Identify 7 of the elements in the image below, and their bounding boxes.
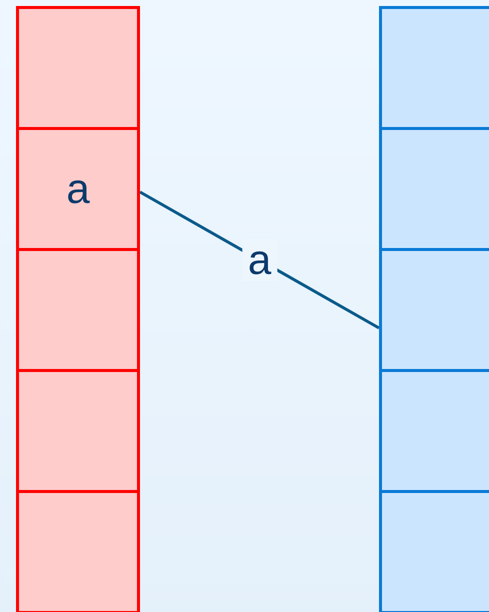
empty-cell: [16, 6, 140, 130]
empty-cell: [16, 490, 140, 612]
empty-cell: [16, 248, 140, 372]
table-cell: [16, 127, 140, 251]
cell-text: a: [66, 168, 90, 210]
empty-cell: [16, 369, 140, 493]
edge-label: a: [242, 239, 278, 281]
